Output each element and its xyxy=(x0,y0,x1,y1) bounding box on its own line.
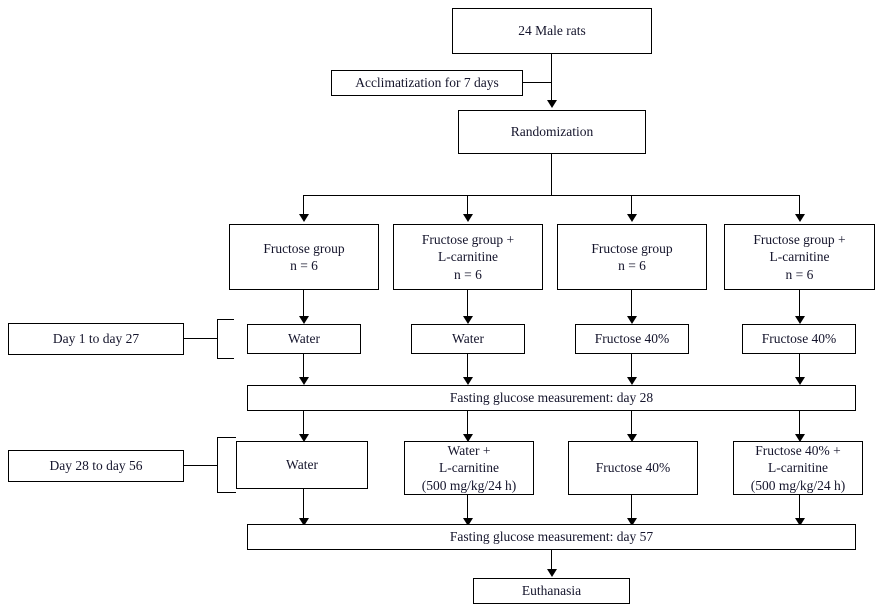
connector-phase1-3-to-measurement1 xyxy=(631,354,633,380)
connector-distribution-to-group-3 xyxy=(631,195,633,217)
node-group-4: Fructose group + L-carnitine n = 6 xyxy=(724,224,875,290)
connector-distribution-to-group-1 xyxy=(303,195,305,217)
node-phase2-treatment-1: Water xyxy=(236,441,368,489)
node-acclimatization: Acclimatization for 7 days xyxy=(331,70,523,96)
node-phase2-treatment-3: Fructose 40% xyxy=(568,441,698,495)
node-top-male-rats: 24 Male rats xyxy=(452,8,652,54)
distribution-bar xyxy=(303,195,800,197)
label-phase1-period: Day 1 to day 27 xyxy=(8,323,184,355)
node-phase2-treatment-2: Water + L-carnitine (500 mg/kg/24 h) xyxy=(404,441,534,495)
connector-measurement1-to-phase2-1 xyxy=(303,411,305,437)
connector-phase1-4-to-measurement1 xyxy=(799,354,801,380)
connector-phase2-2-to-measurement2 xyxy=(467,495,469,521)
arrow-distribution-to-group-1 xyxy=(299,214,309,222)
node-measurement-day-28: Fasting glucose measurement: day 28 xyxy=(247,385,856,411)
arrow-phase1-2-to-measurement1 xyxy=(463,377,473,385)
arrow-phase1-1-to-measurement1 xyxy=(299,377,309,385)
arrow-phase1-4-to-measurement1 xyxy=(795,377,805,385)
connector-phase2-1-to-measurement2 xyxy=(303,489,305,521)
arrow-phase2-2-to-measurement2 xyxy=(463,518,473,526)
node-randomization: Randomization xyxy=(458,110,646,154)
arrow-measurement1-to-phase2-1 xyxy=(299,434,309,442)
node-group-3: Fructose group n = 6 xyxy=(557,224,707,290)
connector-measurement1-to-phase2-4 xyxy=(799,411,801,437)
connector-phase2-4-to-measurement2 xyxy=(799,495,801,521)
node-phase1-treatment-1: Water xyxy=(247,324,361,354)
arrow-group-4-to-phase1 xyxy=(795,316,805,324)
node-phase1-treatment-2: Water xyxy=(411,324,525,354)
arrow-group-1-to-phase1 xyxy=(299,316,309,324)
bracket-phase1 xyxy=(217,319,234,359)
connector-measurement1-to-phase2-3 xyxy=(631,411,633,437)
connector-measurement1-to-phase2-2 xyxy=(467,411,469,437)
connector-group-3-to-phase1 xyxy=(631,290,633,319)
node-group-1: Fructose group n = 6 xyxy=(229,224,379,290)
arrow-phase2-1-to-measurement2 xyxy=(299,518,309,526)
connector-acclimatization-to-trunk xyxy=(523,82,552,84)
connector-measurement2-to-euthanasia xyxy=(551,550,553,572)
arrow-measurement1-to-phase2-3 xyxy=(627,434,637,442)
arrow-phase1-3-to-measurement1 xyxy=(627,377,637,385)
node-group-2: Fructose group + L-carnitine n = 6 xyxy=(393,224,543,290)
connector-phase2-3-to-measurement2 xyxy=(631,495,633,521)
connector-phase1-label-to-bracket xyxy=(184,338,217,340)
arrow-distribution-to-group-3 xyxy=(627,214,637,222)
node-phase1-treatment-4: Fructose 40% xyxy=(742,324,856,354)
node-measurement-day-57: Fasting glucose measurement: day 57 xyxy=(247,524,856,550)
connector-phase1-2-to-measurement1 xyxy=(467,354,469,380)
node-phase2-treatment-4: Fructose 40% + L-carnitine (500 mg/kg/24… xyxy=(733,441,863,495)
connector-group-4-to-phase1 xyxy=(799,290,801,319)
arrow-group-3-to-phase1 xyxy=(627,316,637,324)
arrow-measurement1-to-phase2-2 xyxy=(463,434,473,442)
connector-randomization-to-distribution xyxy=(551,154,553,196)
arrow-phase2-3-to-measurement2 xyxy=(627,518,637,526)
arrow-phase2-4-to-measurement2 xyxy=(795,518,805,526)
arrow-distribution-to-group-2 xyxy=(463,214,473,222)
connector-distribution-to-group-2 xyxy=(467,195,469,217)
connector-distribution-to-group-4 xyxy=(799,195,801,217)
connector-phase2-label-to-bracket xyxy=(184,465,217,467)
node-euthanasia: Euthanasia xyxy=(473,578,630,604)
label-phase2-period: Day 28 to day 56 xyxy=(8,450,184,482)
connector-group-2-to-phase1 xyxy=(467,290,469,319)
arrow-distribution-to-group-4 xyxy=(795,214,805,222)
connector-group-1-to-phase1 xyxy=(303,290,305,319)
arrow-measurement2-to-euthanasia xyxy=(547,569,557,577)
arrow-measurement1-to-phase2-4 xyxy=(795,434,805,442)
arrow-top-to-randomization xyxy=(547,100,557,108)
connector-phase1-1-to-measurement1 xyxy=(303,354,305,380)
connector-top-to-randomization xyxy=(551,54,553,102)
node-phase1-treatment-3: Fructose 40% xyxy=(575,324,689,354)
arrow-group-2-to-phase1 xyxy=(463,316,473,324)
bracket-phase2 xyxy=(217,437,236,493)
